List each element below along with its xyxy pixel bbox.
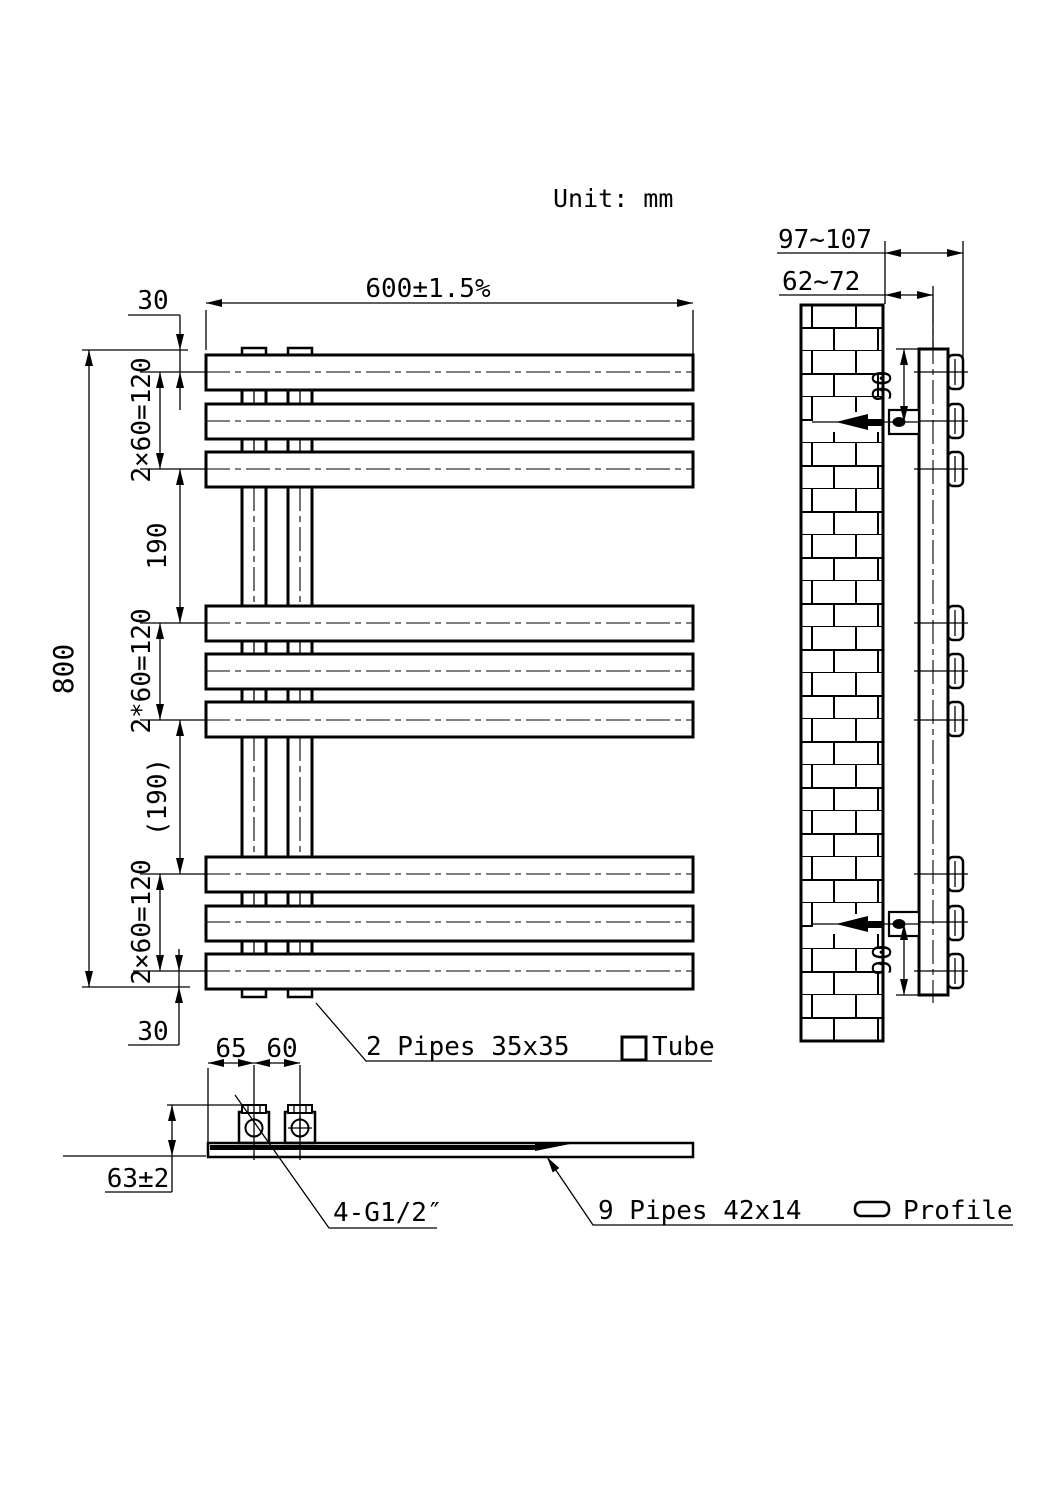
horizontal-pipes-callout: 9 Pipes 42x14 [598,1196,802,1226]
pipe-cap [240,987,268,999]
dim-spacing-4: (190) [143,758,173,836]
dim-top-offset: 30 [137,286,168,316]
dim-bottom-offset: 30 [137,1017,168,1047]
tube-section [946,700,965,738]
profile-edge-taper [535,1143,575,1151]
dimensions [63,241,1013,1229]
profile-edge-band [210,1145,535,1150]
dim-spacing-2: 190 [143,523,173,570]
bottom-view [206,1065,695,1160]
dim-spacing-1: 2×60=120 [127,357,157,482]
dim-height: 800 [47,644,80,695]
leader-lines [105,314,1013,1229]
dim-bottom-bracket: 90 [868,944,898,975]
pipe-cap [240,346,268,357]
extension-lines [63,241,964,1157]
valve-centerlines [253,1065,301,1160]
pipe-end-caps [240,346,314,999]
flat-profile-icon [853,1200,891,1218]
valve-ticks [247,1105,312,1140]
dim-spacing-5: 2×60=120 [127,859,157,984]
tube-centerline-ticks [914,359,968,984]
dim-wall-to-profile: 62~72 [782,267,860,297]
profile-plate-bottom [206,1141,695,1159]
profile-callout: Profile [903,1196,1013,1226]
side-view [799,300,968,1043]
vertical-pipes-callout: 2 Pipes 35x35 [366,1032,570,1062]
dim-left-pitch: 65 [215,1034,246,1064]
dim-spacing-3: 2*60=120 [127,608,157,733]
pipe-center-ticks [253,390,301,954]
dim-wall-to-pipe: 97~107 [778,225,872,255]
unit-label: Unit: mm [553,184,673,213]
legend: 2 Pipes 35x35 Tube 9 Pipes 42x14 Profile [366,1032,1013,1226]
dim-depth: 63±2 [107,1164,170,1194]
pipe-cap [286,987,314,999]
vertical-pipes [240,390,314,954]
square-tube-icon [620,1035,648,1062]
connection-thread-label: 4-G1/2″ [333,1198,443,1228]
bar-centerlines [206,371,693,972]
tube-callout: Tube [652,1032,715,1062]
tube-section [946,904,965,942]
front-view [204,346,695,999]
dim-pipe-pitch: 60 [266,1034,297,1064]
connection-valves [237,1065,317,1160]
dim-top-bracket: 90 [868,370,898,401]
radiator-bars [204,353,695,991]
bolt-head [892,919,906,929]
pipe-cap [286,346,314,357]
dim-width: 600±1.5% [365,274,491,304]
bolt-head [892,417,906,427]
